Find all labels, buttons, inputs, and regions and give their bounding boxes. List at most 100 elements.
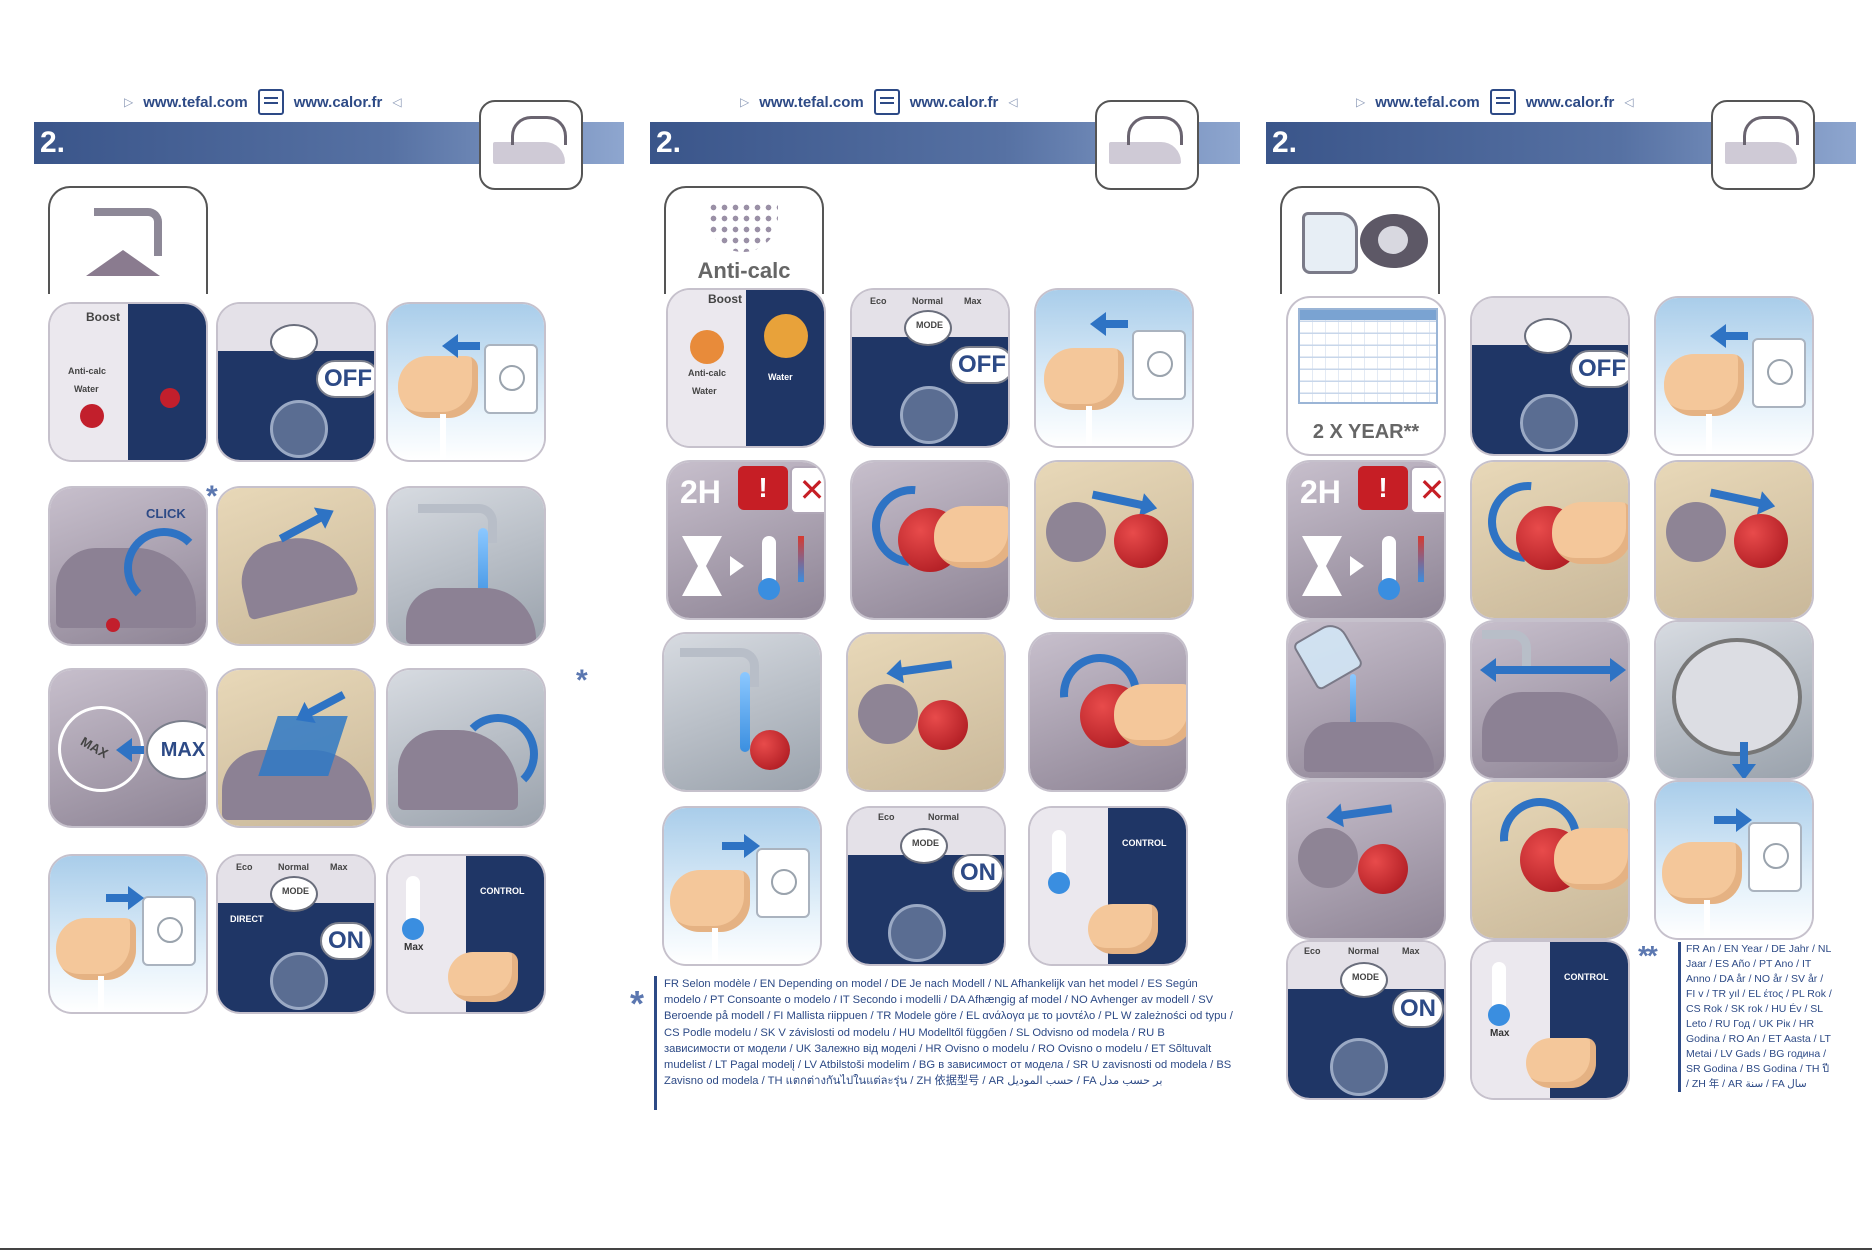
anti-calc-knob-icon: [918, 700, 968, 750]
temperature-down-icon: [798, 536, 804, 582]
step-tile-pull-collector: [1036, 462, 1192, 618]
tefal-url[interactable]: www.tefal.com: [1375, 93, 1480, 111]
eco-label: Eco: [1304, 946, 1321, 956]
direct-label: DIRECT: [230, 914, 264, 924]
model-footnote: FR Selon modèle / EN Depending on model …: [664, 978, 1233, 1088]
arrow-right-icon: [106, 886, 144, 910]
arrow-right-icon: [1714, 808, 1752, 832]
hand-icon: [56, 918, 136, 980]
tefal-url[interactable]: www.tefal.com: [143, 93, 248, 111]
asterisk-mark: *: [206, 480, 218, 513]
building-icon: [873, 89, 900, 115]
step-tile-empty: [1656, 622, 1812, 778]
then-arrow-icon: [730, 556, 744, 576]
mode-label: MODE: [1352, 972, 1379, 982]
power-button-icon: [1330, 1038, 1388, 1096]
max-label: Max: [404, 942, 424, 953]
boiler-base-icon: [1360, 214, 1428, 268]
arrow-left-icon: [1339, 804, 1393, 820]
calor-url[interactable]: www.calor.fr: [909, 93, 999, 111]
on-badge: ON: [320, 922, 372, 960]
control-label: CONTROL: [1122, 838, 1167, 848]
instruction-panel-3: ▷ www.tefal.com www.calor.fr ◁ 2. 2 X YE…: [1266, 89, 1856, 1130]
wall-socket-icon: [1752, 338, 1806, 408]
step-tile-reinsert-collector: [848, 634, 1004, 790]
pointer-icon: ▷: [740, 95, 750, 109]
arrow-left-icon: [899, 660, 953, 676]
boiler-base-icon: [1672, 638, 1802, 756]
scale-particles-icon: [708, 202, 778, 252]
section-number: 2.: [656, 126, 682, 159]
step-tile-switch-off: OFF: [1472, 298, 1628, 454]
calor-url[interactable]: www.calor.fr: [1525, 93, 1615, 111]
tefal-url[interactable]: www.tefal.com: [759, 93, 864, 111]
water-stream-icon: [1350, 674, 1356, 734]
iron-thumbnail-icon: [479, 100, 583, 190]
water-stream-icon: [478, 528, 488, 608]
power-button-icon: [270, 952, 328, 1010]
collector-slot-icon: [1046, 502, 1106, 562]
warning-icon: !: [1358, 466, 1408, 510]
tap-icon: [418, 504, 497, 543]
step-tile-switch-on: Eco Normal Max MODE DIRECT ON: [218, 856, 374, 1012]
pointer-icon: ◁: [1008, 95, 1018, 109]
step-tile-plug-in: [664, 808, 820, 964]
calor-url[interactable]: www.calor.fr: [293, 93, 383, 111]
mode-label: MODE: [912, 838, 939, 848]
power-button-icon: [1520, 394, 1578, 452]
hand-icon: [1044, 348, 1124, 410]
tap-icon: [680, 648, 759, 687]
cable-icon: [1086, 406, 1092, 446]
wall-socket-icon: [756, 848, 810, 918]
hand-icon: [1664, 354, 1744, 416]
control-label: CONTROL: [1564, 972, 1609, 982]
step-tile-click-open: CLICK: [50, 488, 206, 644]
scale-icon: [160, 388, 180, 408]
anti-calc-tab: Anti-calc: [664, 186, 824, 294]
url-bar: ▷ www.tefal.com www.calor.fr ◁: [740, 89, 1018, 115]
eco-label: Eco: [236, 862, 253, 872]
asterisk-mark: *: [630, 983, 645, 1024]
step-tile-plug-in: [1656, 782, 1812, 938]
max-label: Max: [1402, 946, 1420, 956]
iron-thumbnail-icon: [1711, 100, 1815, 190]
arrow-down-icon: [1740, 742, 1748, 766]
step-tile-remove-tank: [218, 488, 374, 644]
arrow-left-icon: [116, 738, 144, 762]
hand-icon: [1554, 828, 1628, 890]
eco-label: Eco: [870, 296, 887, 306]
collector-slot-icon: [1666, 502, 1726, 562]
control-label: CONTROL: [480, 886, 525, 896]
power-button-icon: [900, 386, 958, 444]
water-label: Water: [768, 372, 793, 382]
max-label: Max: [964, 296, 982, 306]
mode-dial-icon: [270, 876, 318, 912]
cable-icon: [440, 414, 446, 460]
off-badge: OFF: [1570, 350, 1628, 388]
mode-label: MODE: [916, 320, 943, 330]
pointer-icon: ▷: [124, 95, 134, 109]
step-tile-calendar: 2 X YEAR**: [1288, 298, 1444, 454]
anti-calc-knob-icon: [1734, 514, 1788, 568]
anti-calc-knob-icon: [750, 730, 790, 770]
step-tile-temperature: Max CONTROL: [388, 856, 544, 1012]
hand-icon: [1114, 684, 1186, 746]
footnote-rule: [654, 976, 657, 1110]
descaling-tab: [1280, 186, 1440, 294]
scale-icon: [764, 314, 808, 358]
step-tile-insert-tank: [218, 670, 374, 826]
cable-icon: [1704, 900, 1710, 938]
temperature-down-icon: [1418, 536, 1424, 582]
pointer-icon: ◁: [392, 95, 402, 109]
instruction-panel-2: ▷ www.tefal.com www.calor.fr ◁ 2. Anti-c…: [630, 89, 1240, 1130]
base-unit-icon: [1482, 692, 1618, 762]
double-asterisk-mark: **: [1638, 940, 1658, 971]
two-hours-label: 2H: [1300, 474, 1341, 510]
section-number: 2.: [1272, 126, 1298, 159]
thermometer-icon: [1378, 536, 1400, 600]
step-tile-plug-in: [50, 856, 206, 1012]
water-label: Water: [74, 384, 99, 394]
hand-icon: [398, 356, 478, 418]
step-tile-lock-knob: [1030, 634, 1186, 790]
hourglass-icon: [1302, 536, 1342, 596]
